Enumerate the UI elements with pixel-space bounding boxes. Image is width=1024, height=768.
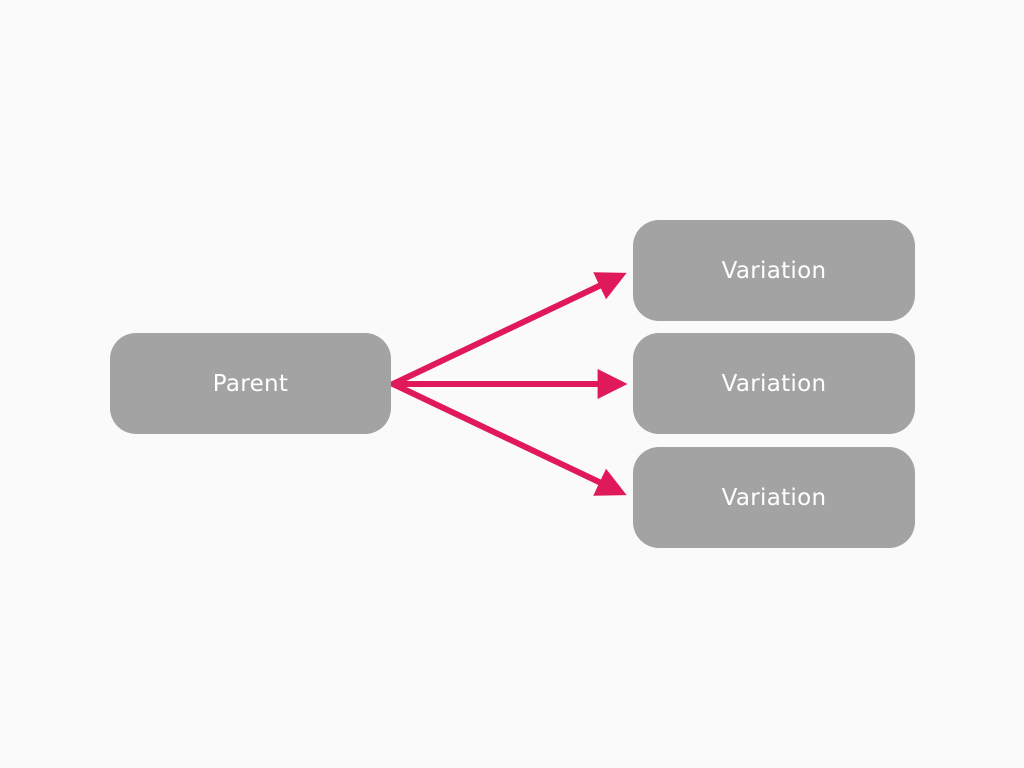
parent-node: Parent	[110, 333, 391, 434]
variation-node-label: Variation	[721, 257, 827, 284]
variation-node-1: Variation	[633, 220, 915, 321]
variation-node-label: Variation	[721, 370, 827, 397]
variation-node-label: Variation	[721, 484, 827, 511]
variation-node-3: Variation	[633, 447, 915, 548]
parent-node-label: Parent	[212, 370, 289, 397]
arrow-parent-to-variation-1	[390, 272, 627, 387]
variation-node-2: Variation	[633, 333, 915, 434]
arrow-parent-to-variation-3	[390, 381, 627, 496]
